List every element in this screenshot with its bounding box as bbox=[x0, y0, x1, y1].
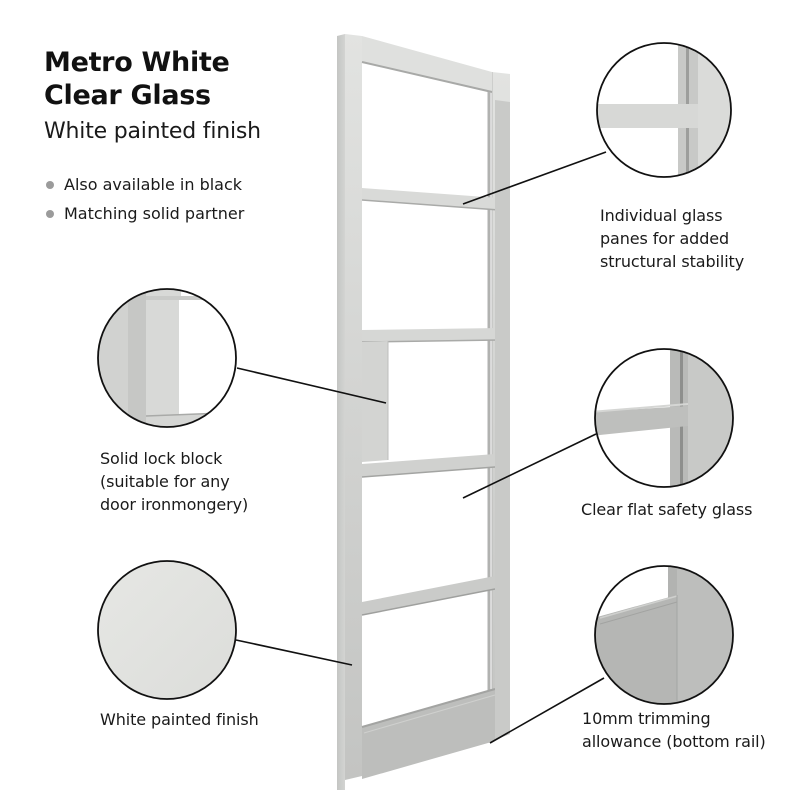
leader-line-lock-block bbox=[236, 367, 387, 404]
caption-painted-finish: White painted finish bbox=[100, 710, 259, 729]
feature-item: Also available in black bbox=[44, 170, 244, 199]
title-line-1: Metro White bbox=[44, 47, 230, 78]
detail-circle-safety-glass bbox=[594, 348, 734, 488]
feature-list: Also available in black Matching solid p… bbox=[44, 170, 244, 228]
leader-lines bbox=[235, 151, 607, 744]
caption-trimming: 10mm trimming allowance (bottom rail) bbox=[582, 709, 766, 751]
leader-line-trimming bbox=[489, 677, 605, 744]
caption-glass-panes: Individual glass panes for added structu… bbox=[600, 206, 745, 271]
bullet-dot-icon bbox=[46, 210, 54, 218]
detail-circle-lock-block bbox=[97, 288, 237, 428]
detail-circle-trimming bbox=[594, 565, 734, 705]
door bbox=[337, 34, 510, 790]
detail-circle-glass-panes bbox=[596, 42, 732, 178]
caption-safety-glass: Clear flat safety glass bbox=[581, 500, 753, 519]
title-line-2: Clear Glass bbox=[44, 80, 211, 111]
leader-line-painted-finish bbox=[235, 639, 353, 666]
detail-circle-painted-finish bbox=[97, 560, 237, 700]
leader-line-safety-glass bbox=[462, 433, 597, 499]
product-title: Metro White Clear Glass bbox=[44, 46, 230, 112]
product-subtitle: White painted finish bbox=[44, 119, 261, 144]
caption-lock-block: Solid lock block (suitable for any door … bbox=[100, 449, 249, 514]
feature-item: Matching solid partner bbox=[44, 199, 244, 228]
bullet-dot-icon bbox=[46, 181, 54, 189]
leader-line-glass-panes bbox=[462, 151, 607, 205]
